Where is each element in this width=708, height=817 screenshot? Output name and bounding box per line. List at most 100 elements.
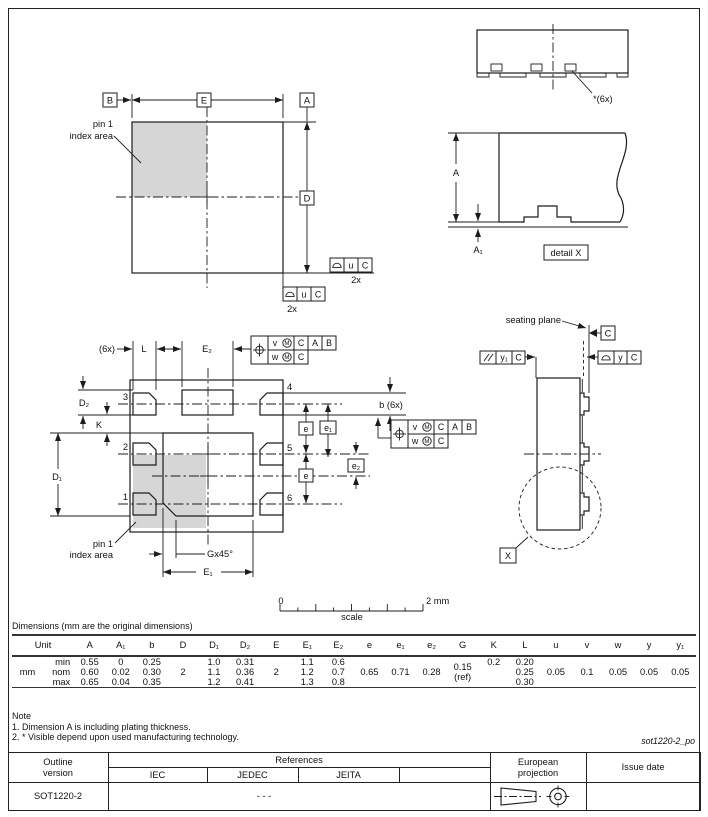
- dim-e1-pitch-label: e₁: [324, 423, 332, 433]
- datum-b-label: B: [466, 422, 472, 432]
- pin1-index-area-shade: [133, 455, 206, 528]
- profile-frame-top-2: u C 2x: [282, 286, 326, 314]
- dim-cell: 0.04: [111, 677, 130, 687]
- pin1-index-label-1: pin 1: [93, 539, 113, 549]
- dim-e2-offset-label: e₂: [352, 461, 360, 471]
- mmc-m: M: [284, 354, 289, 361]
- datum-b-box: [102, 92, 118, 108]
- note-item-2: 2. * Visible depend upon used manufactur…: [12, 732, 239, 743]
- dim-cell: [571, 656, 602, 667]
- detail-x-ref-box: [499, 547, 517, 564]
- drawing-code: sot1220-2_po: [641, 736, 695, 746]
- datum-c-label: C: [298, 338, 305, 348]
- tolerance-w-label: w: [271, 352, 279, 362]
- datum-c-label: C: [438, 422, 445, 432]
- mmc-icon: [282, 338, 292, 348]
- package-body-outline: [131, 121, 284, 274]
- dim-cell: [602, 677, 633, 688]
- profile-frame-side: y C: [587, 350, 642, 365]
- dim-b-label: b (6x): [379, 400, 403, 410]
- dim-cell: 2: [273, 667, 279, 677]
- datum-b-label: B: [107, 95, 113, 105]
- dim-cell: 0.71: [391, 667, 410, 677]
- column-header: e₂: [416, 635, 448, 657]
- column-header: E: [260, 635, 292, 657]
- dim-d1-label: D₁: [52, 472, 62, 482]
- dim-cell: [385, 677, 416, 688]
- dim-cell: 0.60: [80, 667, 99, 677]
- tolerance-y-label: y: [618, 353, 623, 363]
- dim-cell: 0.7: [331, 667, 345, 677]
- count-2x-label: 2x: [287, 304, 297, 314]
- dim-cell: [167, 656, 198, 667]
- dim-cell: 2: [180, 667, 186, 677]
- projection-symbol-cell: [489, 782, 587, 811]
- column-header: b: [136, 635, 168, 657]
- dim-cell: 0.2: [487, 657, 501, 667]
- column-header: D₂: [229, 635, 261, 657]
- datum-c-label: C: [315, 289, 322, 299]
- top-center-pad: [181, 389, 234, 416]
- column-header: e₁: [384, 635, 417, 657]
- column-header: D₁: [198, 635, 230, 657]
- dim-cell: 0.41: [236, 677, 255, 687]
- dim-cell: [416, 677, 447, 688]
- detail-x-view: A A₁ detail X: [448, 132, 628, 261]
- mmc-icon: [282, 352, 292, 362]
- tolerance-w-label: w: [411, 436, 419, 446]
- dim-cell: 0.8: [331, 677, 345, 687]
- datum-b-label: B: [326, 338, 332, 348]
- ref-col-jedec: JEDEC: [206, 767, 299, 783]
- dim-cell: 0.05: [608, 667, 628, 677]
- detail-x-label: detail X: [550, 248, 581, 258]
- dim-k-label: K: [96, 420, 103, 430]
- top-view: B E A D pin 1 index area u C 2x u C: [70, 92, 374, 314]
- row-label: min: [55, 657, 71, 667]
- dim-cell: 0.05: [671, 667, 690, 677]
- dim-cell: 0.65: [360, 667, 379, 677]
- dim-cell: 0.30: [142, 667, 161, 677]
- seating-plane-label: seating plane: [506, 315, 561, 325]
- column-header: E₂: [322, 635, 354, 657]
- ref-col-blank: [398, 767, 491, 783]
- dim-cell: 0.25: [515, 667, 534, 677]
- drawing-canvas: B E A D pin 1 index area u C 2x u C: [50, 24, 642, 620]
- dim-cell: [478, 667, 509, 677]
- dim-cell: [478, 677, 509, 688]
- pin1-index-area-shade: [132, 122, 207, 197]
- dim-cell: [540, 656, 571, 667]
- dim-cell: 0.65: [80, 677, 99, 687]
- column-header: y: [633, 635, 665, 657]
- dim-e-label: e: [304, 471, 309, 481]
- pin1-index-label-2: index area: [70, 550, 114, 560]
- dim-e1-label: E₁: [203, 567, 212, 577]
- tolerance-v-label: v: [273, 338, 278, 348]
- dim-cell: 0.35: [142, 677, 161, 687]
- notes: Note 1. Dimension A is including plating…: [12, 711, 239, 743]
- count-2x-label: 2x: [351, 275, 361, 285]
- issue-date-header: Issue date: [585, 752, 701, 783]
- column-header: w: [602, 635, 634, 657]
- bottom-view: 3 2 1 4 5 6 (6x) L E₂: [50, 335, 477, 577]
- detail-x-box: [543, 244, 589, 261]
- mmc-icon: [422, 436, 432, 446]
- column-header: v: [571, 635, 603, 657]
- tolerance-v-label: v: [413, 422, 418, 432]
- dim-e2-label: E₂: [202, 344, 212, 354]
- pin-number-2: 2: [123, 442, 128, 452]
- dim-cell: 0.1: [580, 667, 594, 677]
- dim-cell: 0.28: [422, 667, 441, 677]
- datum-c-label: C: [631, 353, 638, 363]
- dim-cell: 0.30: [515, 677, 534, 687]
- dim-cell: 1.1: [300, 657, 314, 667]
- outline-version-value: SOT1220-2: [7, 782, 109, 811]
- pin-number-4: 4: [287, 382, 292, 392]
- datum-c-box: [600, 325, 616, 341]
- dim-cell: 0.02: [111, 667, 130, 677]
- profile-surface-icon: [285, 291, 295, 297]
- datum-a-box: [299, 92, 315, 108]
- dim-cell: 1.0: [207, 657, 221, 667]
- side-elevation-view: *(6x): [476, 24, 629, 104]
